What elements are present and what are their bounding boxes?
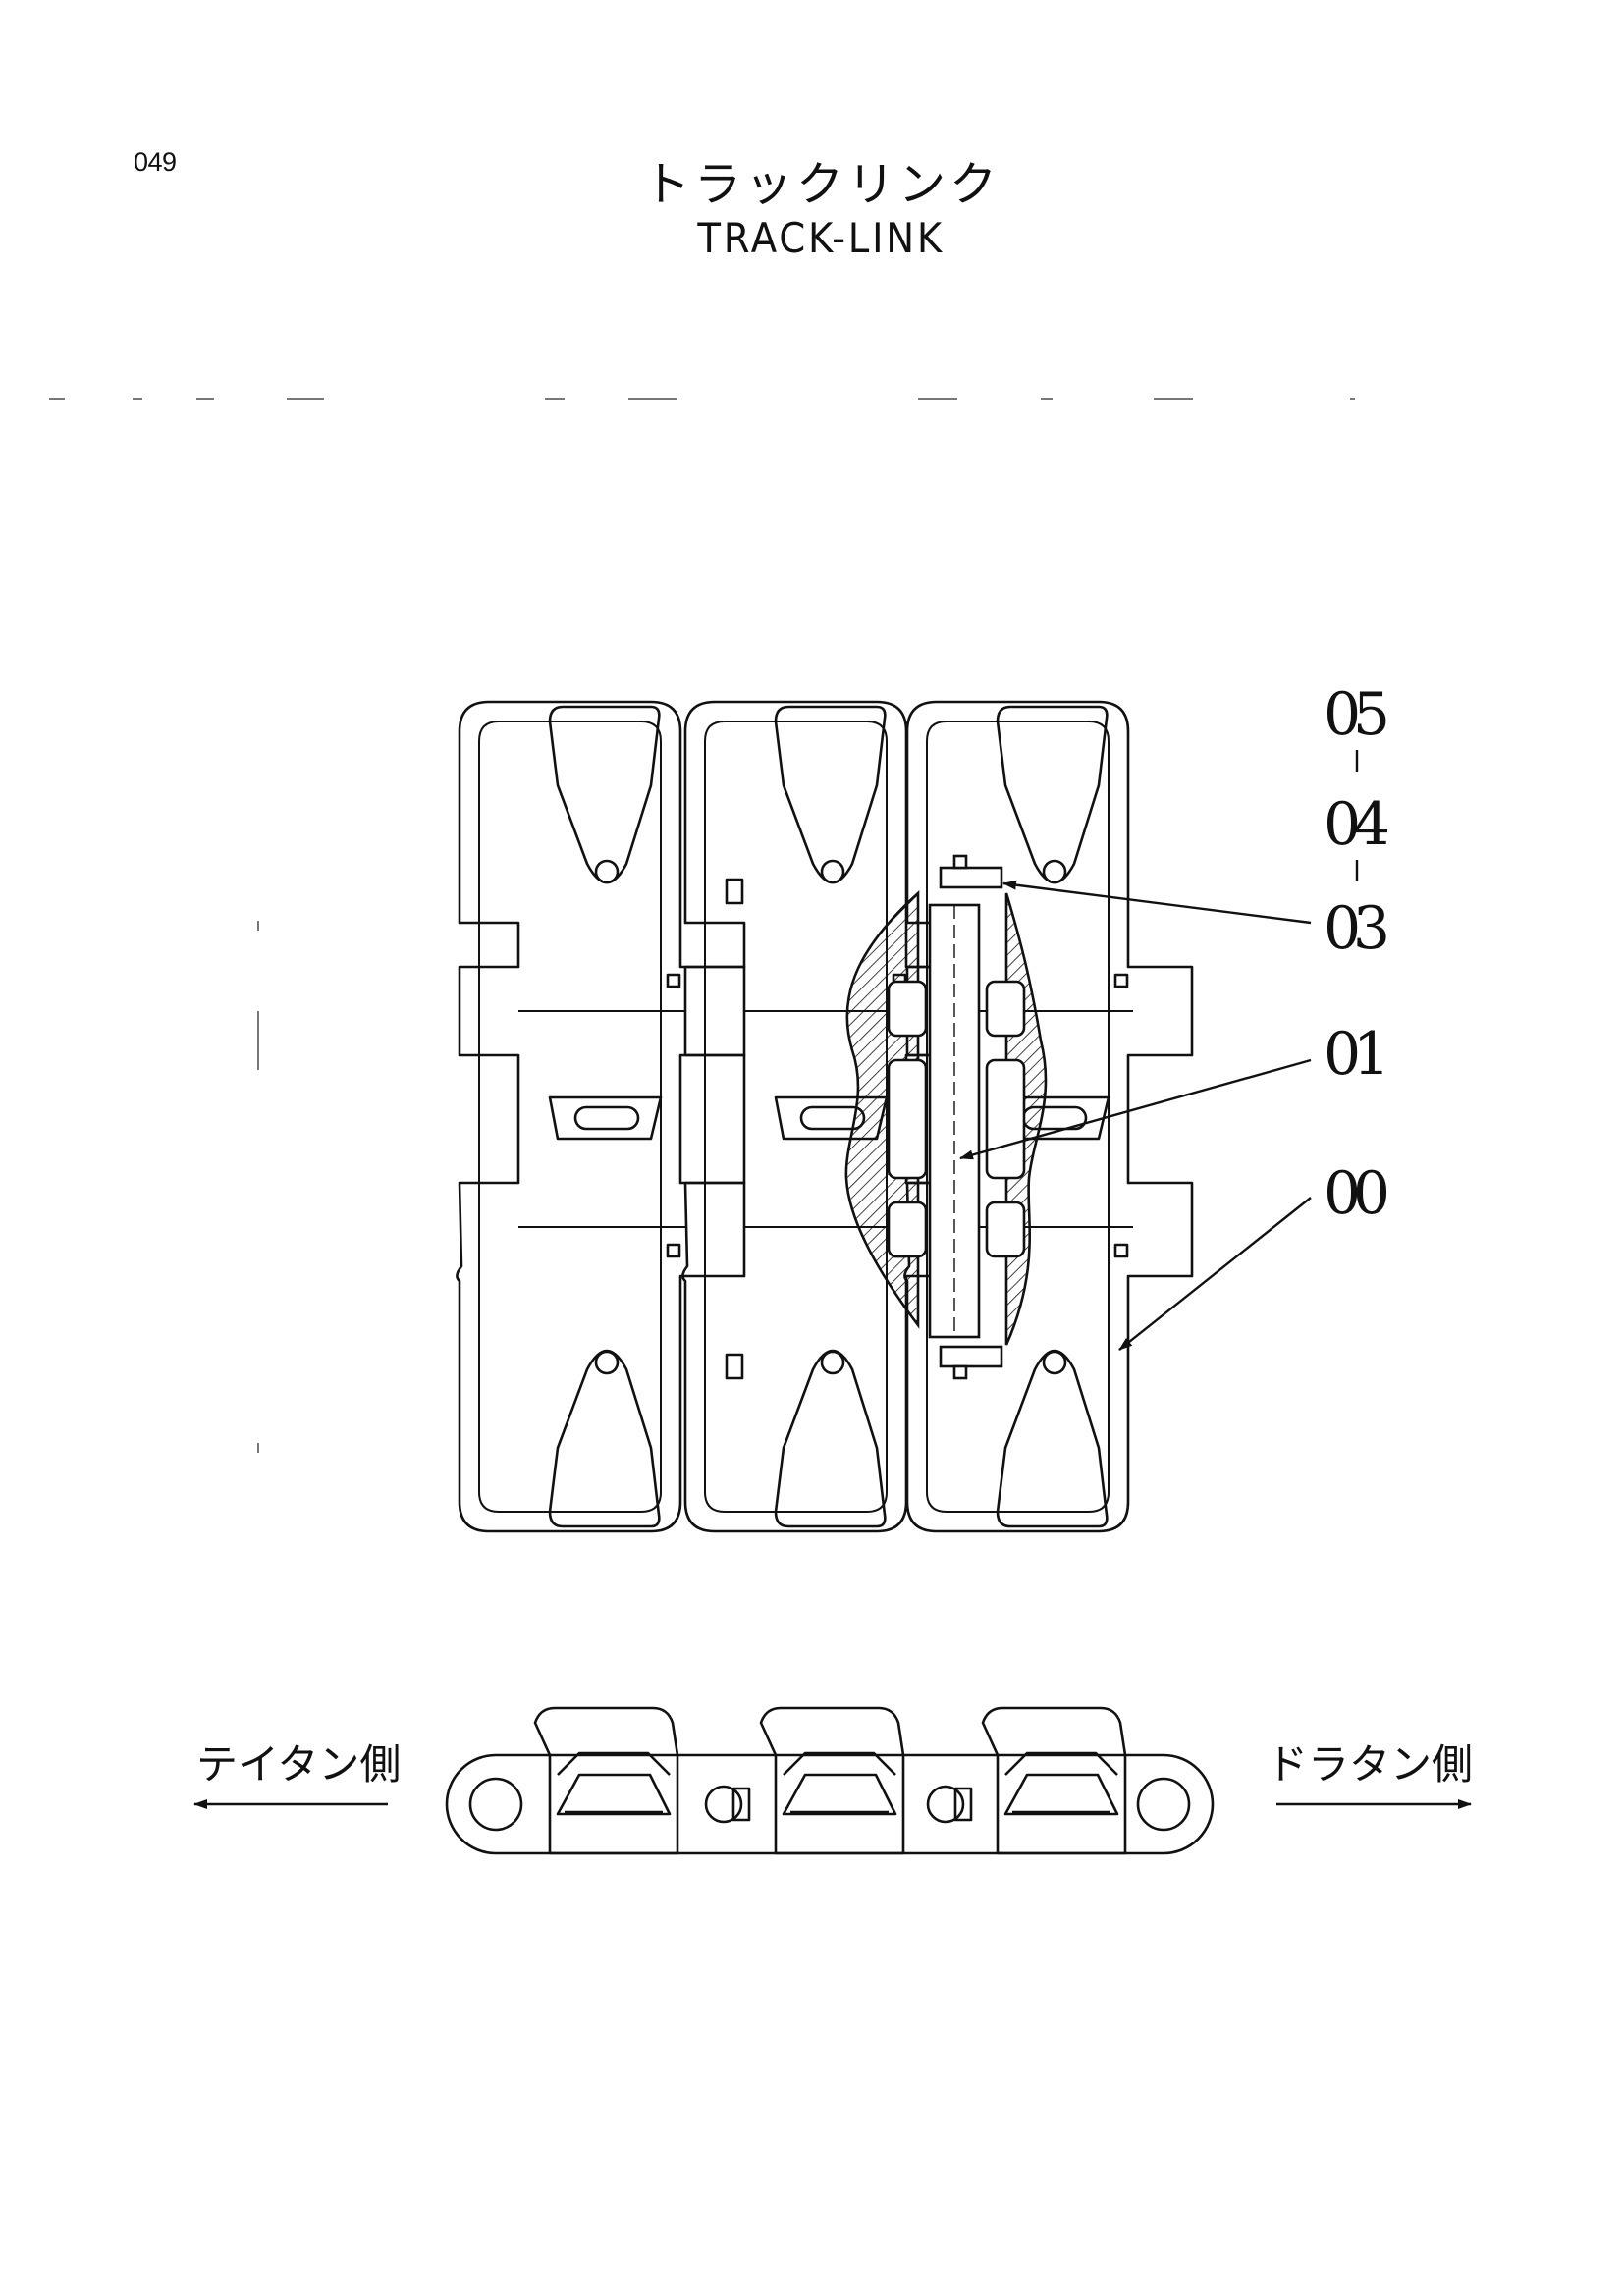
end-pin-left [468,1777,523,1832]
side-pin-nut-1 [731,1787,751,1822]
marker-square-bottom [666,1243,681,1258]
track-link-side-view [445,1706,1215,1855]
link-outline [456,700,746,1533]
marker-square-top [1113,973,1129,988]
side-link-2 [759,1706,905,1855]
title-english: TRACK-LINK [697,214,946,262]
track-link-plan-view [456,700,1194,1533]
end-pin-right [1136,1777,1191,1832]
top-bolt-hole [1042,859,1067,884]
top-shoe-pad [548,705,661,884]
callout-00: 00 [1324,1159,1390,1228]
pin-bushing-2 [725,1353,744,1380]
bottom-bolt-hole [1042,1350,1067,1375]
bottom-shoe-pad [774,1349,887,1528]
bottom-bolt-hole [594,1350,620,1375]
callout-01: 01 [1324,1020,1390,1089]
grouser-ridge [556,1773,672,1816]
callout-04: 04 [1324,790,1390,859]
direction-left-label: テイタン側 [196,1740,401,1789]
grouser-outline [759,1706,905,1855]
bottom-shoe-pad [548,1349,661,1528]
bottom-bolt-hole [820,1350,845,1375]
marker-square-bottom [1113,1243,1129,1258]
top-bolt-hole [594,859,620,884]
pin-bushing-1 [725,878,744,905]
side-pin-nut-2 [953,1787,973,1822]
center-slot-inner [573,1105,640,1131]
link-segment-1 [456,700,746,1533]
top-shoe-pad [774,705,887,884]
grouser-ridge [782,1773,897,1816]
callout-03: 03 [1324,894,1390,963]
chain-outline [445,1753,1215,1855]
grouser-ridge [1003,1773,1119,1816]
grouser-bevel [557,1751,671,1776]
pin-cross-section [844,854,1048,1380]
scan-artifact-dashes [49,398,1355,1453]
bottom-shoe-pad [996,1349,1109,1528]
page-number: 049 [134,147,177,177]
grouser-outline [533,1706,679,1855]
side-pin-2 [926,1785,965,1824]
direction-indicators: テイタン側 ドラタン側 [193,1740,1473,1809]
callout-05: 05 [1324,680,1390,749]
title-japanese: トラックリンク [642,157,1001,212]
top-shoe-pad [996,705,1109,884]
grouser-bevel [1004,1751,1118,1776]
top-bolt-hole [820,859,845,884]
title-block: トラックリンク TRACK-LINK [0,157,1624,265]
callout-leaders [959,750,1359,1351]
side-link-3 [981,1706,1127,1855]
side-link-1 [533,1706,679,1855]
side-pin-1 [704,1785,743,1824]
callout-labels: 05 04 03 01 00 [1324,680,1390,1228]
grouser-bevel [783,1751,896,1776]
direction-right-label: ドラタン側 [1267,1740,1473,1789]
grouser-outline [981,1706,1127,1855]
marker-square-top [666,973,681,988]
center-slot-outer [548,1095,663,1141]
